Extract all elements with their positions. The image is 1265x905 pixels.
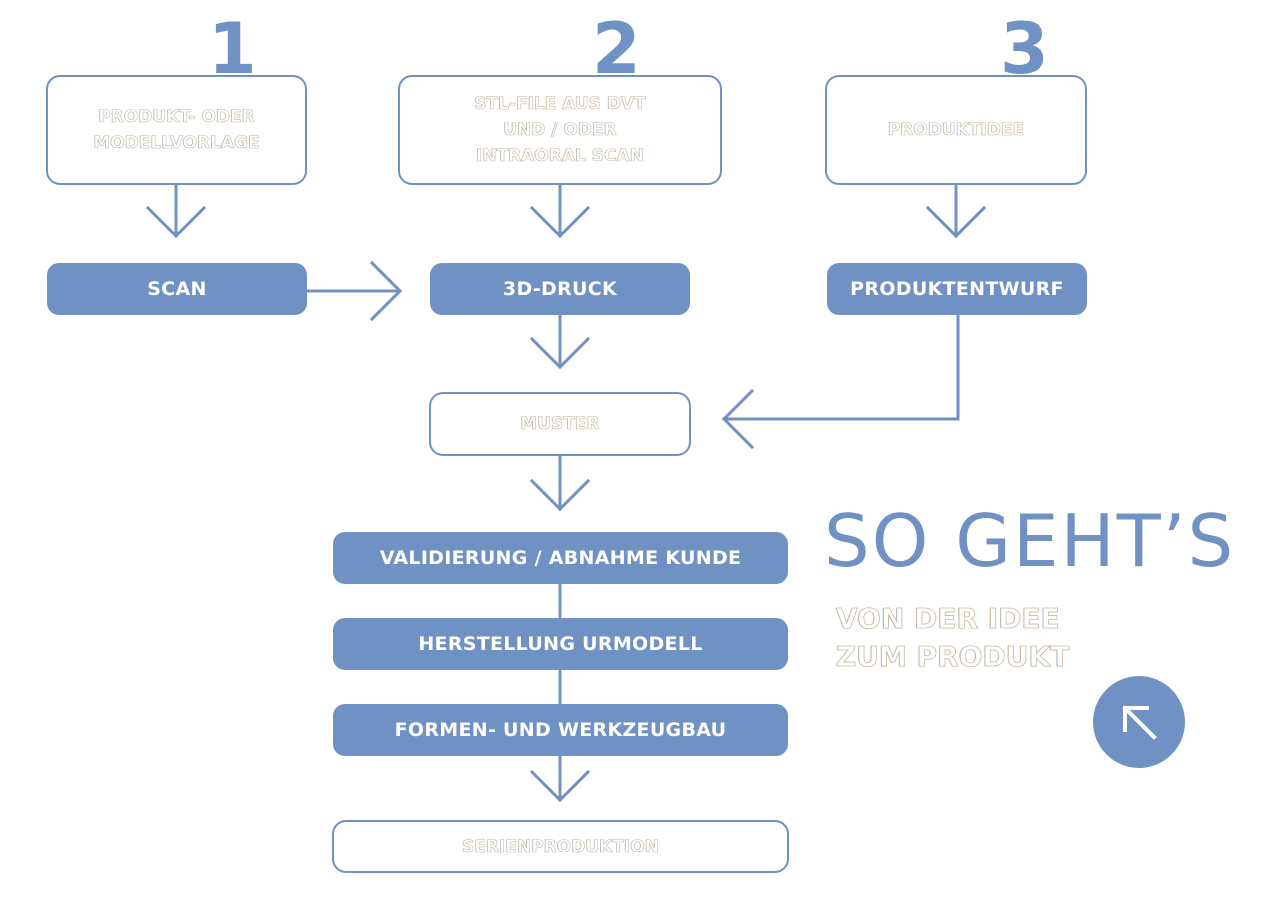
arrowhead-down [145, 205, 207, 239]
source-label: STL-FILE AUS DVT UND / ODER INTRAORAL SC… [474, 94, 646, 167]
source-box-stl-file: STL-FILE AUS DVT UND / ODER INTRAORAL SC… [398, 75, 722, 185]
scroll-top-button[interactable] [1093, 676, 1185, 768]
process-werkzeugbau: FORMEN- UND WERKZEUGBAU [333, 704, 788, 756]
arrowhead-down [925, 205, 987, 239]
arrowhead-right [369, 260, 403, 322]
process-validierung: VALIDIERUNG / ABNAHME KUNDE [333, 532, 788, 584]
arrowhead-left [721, 388, 755, 450]
process-produktentwurf: PRODUKTENTWURF [827, 263, 1087, 315]
process-3d-druck: 3D-DRUCK [430, 263, 690, 315]
process-scan: SCAN [47, 263, 307, 315]
arrowhead-down [529, 336, 591, 370]
arrowhead-down [529, 205, 591, 239]
serie-label: SERIENPRODUKTION [462, 836, 659, 857]
muster-label: MUSTER [520, 414, 600, 435]
source-label: PRODUKT- ODER MODELLVORLAGE [93, 107, 260, 154]
arrowhead-down [529, 478, 591, 512]
arrowhead-down [529, 769, 591, 803]
step-number-3: 3 [1000, 8, 1049, 90]
headline-title: SO GEHT’S [824, 499, 1236, 583]
source-box-produktidee: PRODUKTIDEE [825, 75, 1087, 185]
process-muster: MUSTER [429, 392, 691, 456]
step-number-2: 2 [592, 8, 641, 90]
process-serienproduktion: SERIENPRODUKTION [332, 820, 789, 873]
process-urmodell: HERSTELLUNG URMODELL [333, 618, 788, 670]
source-label: PRODUKTIDEE [887, 120, 1025, 141]
arrow-up-left-icon [1122, 705, 1157, 740]
connector-entwurf-muster [722, 313, 960, 421]
headline-subtitle: VON DER IDEE ZUM PRODUKT [836, 602, 1070, 674]
source-box-produktvorlage: PRODUKT- ODER MODELLVORLAGE [46, 75, 307, 185]
step-number-1: 1 [208, 8, 257, 90]
